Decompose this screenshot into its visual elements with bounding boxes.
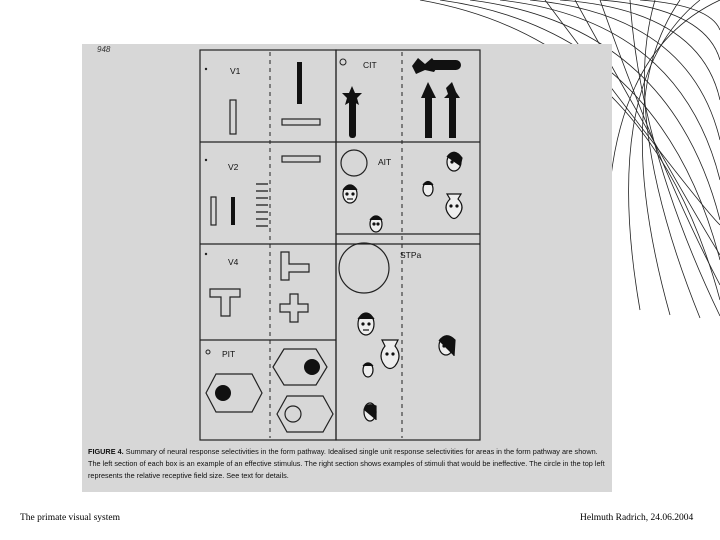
label-ait: AIT <box>378 157 391 167</box>
pit-rf-circle <box>206 350 210 354</box>
pit-open-disc <box>285 406 301 422</box>
label-pit: PIT <box>222 349 235 359</box>
ait-face-1 <box>343 185 357 203</box>
label-cit: CIT <box>363 60 377 70</box>
cit-arrow-2 <box>444 82 460 138</box>
ait-vase-face <box>446 194 462 219</box>
figure-scan: 948 <box>82 44 612 492</box>
footer-author-date: Helmuth Radrich, 24.06.2004 <box>580 513 693 523</box>
v2-effective-bar-outline <box>211 197 216 225</box>
figure-caption: FIGURE 4. Summary of neural response sel… <box>88 446 608 482</box>
stpa-rf-circle <box>339 243 389 293</box>
footer-title: The primate visual system <box>20 513 120 523</box>
figure-drawing <box>82 44 612 492</box>
ait-rf-circle <box>341 150 367 176</box>
caption-label: FIGURE 4. <box>88 447 124 456</box>
ait-face-4 <box>423 182 433 197</box>
v4-t-shape-effective <box>210 289 240 316</box>
label-stpa: STPa <box>400 250 421 260</box>
pit-hexagon-effective <box>206 374 262 412</box>
label-v1: V1 <box>230 66 240 76</box>
stpa-face-2 <box>363 363 373 377</box>
stpa-face-1 <box>358 313 374 335</box>
v1-ineffective-bar-horizontal <box>282 119 320 125</box>
v4-cross-shape <box>280 294 308 322</box>
pit-dark-disc <box>304 359 320 375</box>
v1-rf-circle <box>205 68 207 70</box>
stpa-vase-face <box>381 340 399 369</box>
pit-dark-disc-effective <box>215 385 231 401</box>
stpa-face-4 <box>439 336 455 356</box>
v1-effective-bar <box>230 100 236 134</box>
v2-effective-bar-dark <box>231 197 235 225</box>
label-v4: V4 <box>228 257 238 267</box>
left-column-frame <box>200 50 336 440</box>
v4-t-shape-rotated <box>281 252 309 280</box>
ait-face-2 <box>370 216 382 232</box>
caption-text: Summary of neural response selectivities… <box>88 447 605 480</box>
stpa-face-3 <box>364 403 376 421</box>
v1-ineffective-bar-dark <box>297 62 302 104</box>
v2-ineffective-bar <box>282 156 320 162</box>
cit-comet-tail <box>427 60 461 70</box>
label-v2: V2 <box>228 162 238 172</box>
v2-rf-circle <box>205 159 207 161</box>
cit-arrow-1 <box>421 82 436 138</box>
cit-stem-shape <box>349 100 356 138</box>
ait-face-3 <box>447 152 462 171</box>
v4-rf-circle <box>205 253 207 255</box>
right-column-frame <box>336 50 480 440</box>
v2-grating <box>256 184 268 226</box>
cit-rf-circle <box>340 59 346 65</box>
